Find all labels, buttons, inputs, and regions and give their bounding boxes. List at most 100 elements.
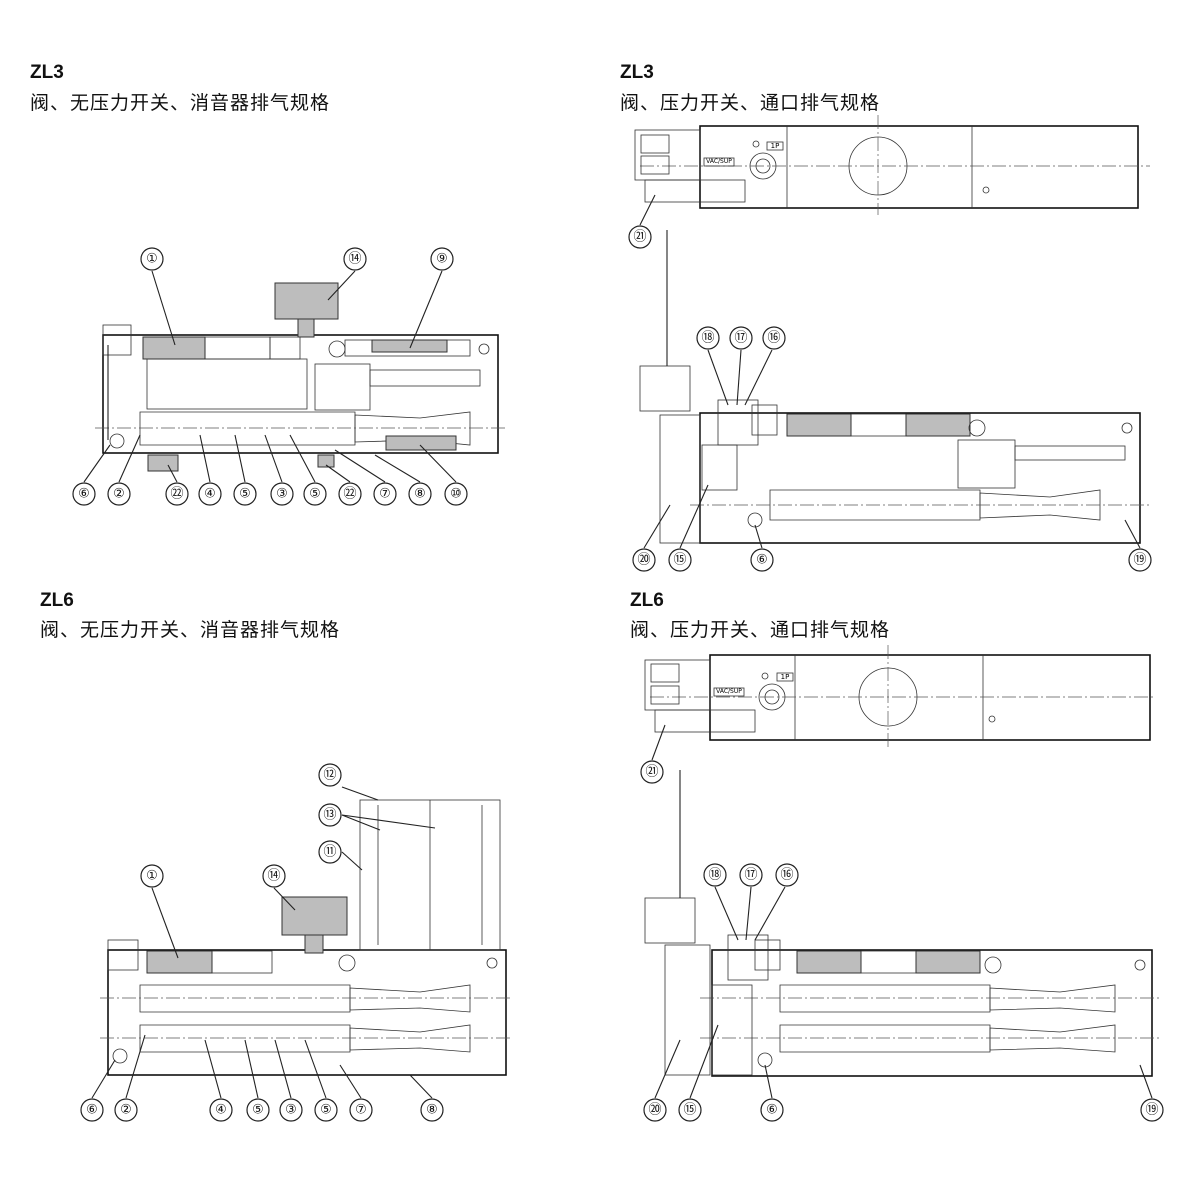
zl3-silencer-title: ZL3 [30,62,64,83]
svg-text:1P: 1P [771,142,780,150]
svg-text:⑩: ⑩ [450,487,462,502]
callout-14: ⑭ [343,247,367,271]
svg-text:⑤: ⑤ [239,487,251,502]
svg-text:⑱: ⑱ [708,868,721,883]
callout-4: ④ [209,1098,233,1122]
svg-text:⑤: ⑤ [309,487,321,502]
svg-text:⑦: ⑦ [355,1103,367,1118]
callout-17: ⑰ [739,863,763,887]
svg-text:⑳: ⑳ [637,553,650,568]
zl3-silencer-drawing [95,282,505,472]
zl6-port-title: ZL6 [630,590,664,611]
zl6-port-top-view: VAC/SUP 1P [644,645,1155,750]
callout-3: ③ [270,482,294,506]
callout-5: ⑤ [246,1098,270,1122]
svg-text:⑥: ⑥ [766,1103,778,1118]
callout-6: ⑥ [750,548,774,572]
zl3-silencer-callouts: ① ⑭ ⑨ ⑥ ② ㉒ ④ ⑤ ③ ⑤ ㉒ ⑦ ⑧ ⑩ [72,247,468,506]
callout-16: ⑯ [762,326,786,350]
callout-6: ⑥ [80,1098,104,1122]
callout-6: ⑥ [72,482,96,506]
zl3-port-section-view [639,230,1150,544]
zl6-port-subtitle: 阀、压力开关、通口排气规格 [630,619,891,641]
svg-text:⑥: ⑥ [78,487,90,502]
zl3-port-leaders [639,194,1141,549]
svg-text:VAC/SUP: VAC/SUP [706,158,732,165]
zl6-silencer-subtitle: 阀、无压力开关、消音器排气规格 [40,619,341,641]
zl6-port-section-view [644,770,1160,1077]
callout-20: ⑳ [632,548,656,572]
callout-2: ② [114,1098,138,1122]
svg-text:⑰: ⑰ [734,331,747,346]
svg-text:③: ③ [285,1103,297,1118]
callout-20: ⑳ [643,1098,667,1122]
callout-8: ⑧ [408,482,432,506]
callout-5b: ⑤ [314,1098,338,1122]
callout-5: ⑤ [233,482,257,506]
callout-22: ㉒ [165,482,189,506]
callout-21: ㉑ [628,225,652,249]
svg-text:⑲: ⑲ [1133,553,1146,568]
svg-text:⑤: ⑤ [320,1103,332,1118]
svg-text:⑬: ⑬ [323,808,336,823]
zl3-silencer-leaders [83,270,457,483]
svg-text:⑭: ⑭ [348,252,361,267]
callout-6: ⑥ [760,1098,784,1122]
callout-13: ⑬ [318,803,342,827]
svg-text:⑥: ⑥ [86,1103,98,1118]
callout-3: ③ [279,1098,303,1122]
svg-text:㉑: ㉑ [645,765,658,780]
svg-text:⑮: ⑮ [683,1103,696,1118]
svg-text:⑳: ⑳ [648,1103,661,1118]
callout-18: ⑱ [703,863,727,887]
zl6-silencer-title: ZL6 [40,590,74,611]
svg-text:③: ③ [276,487,288,502]
zl6-silencer-leaders [91,786,436,1099]
callout-7: ⑦ [349,1098,373,1122]
svg-text:⑥: ⑥ [756,553,768,568]
svg-text:1P: 1P [781,673,790,681]
svg-text:①: ① [146,869,158,884]
callout-1: ① [140,864,164,888]
callout-21: ㉑ [640,760,664,784]
svg-text:⑪: ⑪ [323,845,336,860]
callout-19: ⑲ [1128,548,1152,572]
svg-text:⑫: ⑫ [323,768,336,783]
zl3-port-title: ZL3 [620,62,654,83]
callout-5b: ⑤ [303,482,327,506]
callout-9: ⑨ [430,247,454,271]
svg-text:⑯: ⑯ [767,331,780,346]
callout-8: ⑧ [420,1098,444,1122]
svg-text:②: ② [113,487,125,502]
callout-2: ② [107,482,131,506]
callout-19: ⑲ [1140,1098,1164,1122]
callout-14: ⑭ [262,864,286,888]
callout-10: ⑩ [444,482,468,506]
zl3-port-top-view: VAC/SUP 1P [634,115,1150,215]
svg-text:⑲: ⑲ [1145,1103,1158,1118]
svg-text:⑤: ⑤ [252,1103,264,1118]
svg-text:⑰: ⑰ [744,868,757,883]
svg-text:②: ② [120,1103,132,1118]
svg-text:㉒: ㉒ [170,487,183,502]
callout-15: ⑮ [668,548,692,572]
svg-text:⑧: ⑧ [426,1103,438,1118]
callout-12: ⑫ [318,763,342,787]
callout-17: ⑰ [729,326,753,350]
svg-text:㉑: ㉑ [633,230,646,245]
callout-1: ① [140,247,164,271]
zl6-silencer-callouts: ⑫ ⑬ ⑪ ① ⑭ ⑥ ② ④ ⑤ ③ ⑤ ⑦ ⑧ [80,763,444,1122]
callout-11: ⑪ [318,840,342,864]
svg-text:⑯: ⑯ [780,868,793,883]
svg-text:④: ④ [204,487,216,502]
callout-15: ⑮ [678,1098,702,1122]
svg-text:VAC/SUP: VAC/SUP [716,688,742,695]
zl6-port-leaders [651,724,1153,1099]
svg-text:㉒: ㉒ [343,487,356,502]
svg-text:⑧: ⑧ [414,487,426,502]
svg-text:⑮: ⑮ [673,553,686,568]
svg-text:④: ④ [215,1103,227,1118]
callout-4: ④ [198,482,222,506]
zl6-silencer-drawing [100,799,510,1076]
callout-18: ⑱ [696,326,720,350]
